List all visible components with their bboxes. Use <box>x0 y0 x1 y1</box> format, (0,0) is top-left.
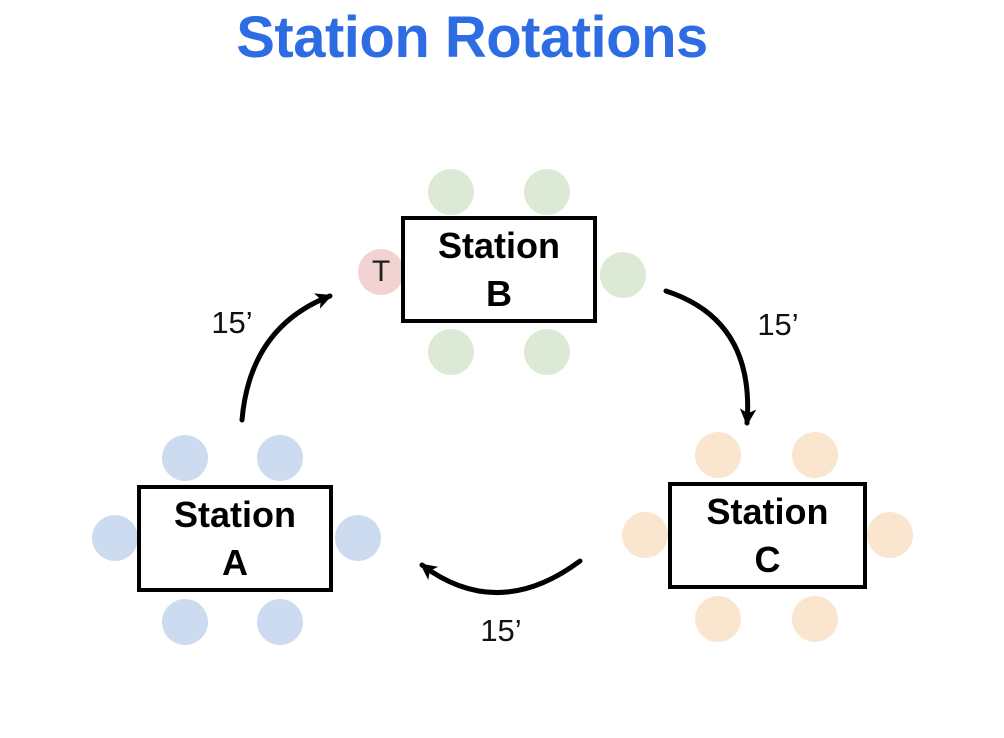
seat-circle-station-a <box>335 515 381 561</box>
seat-circle-station-b <box>524 329 570 375</box>
seat-circle-station-b <box>600 252 646 298</box>
station-b-letter: B <box>486 272 512 314</box>
seat-circle-station-a <box>257 599 303 645</box>
seat-circle-station-b <box>428 169 474 215</box>
station-b-box: Station B <box>401 216 597 323</box>
page-title: Station Rotations <box>236 5 708 70</box>
seat-circle-station-c <box>695 432 741 478</box>
seat-circle-station-a <box>162 435 208 481</box>
teacher-circle: T <box>358 249 404 295</box>
rotation-duration-label-a-to-b: 15’ <box>211 305 253 340</box>
station-c-letter: C <box>754 538 781 580</box>
seat-circle-station-c <box>792 596 838 642</box>
station-c-name: Station <box>706 490 829 532</box>
seat-circle-station-a <box>92 515 138 561</box>
station-a-letter: A <box>222 541 248 583</box>
rotation-duration-label-c-to-a: 15’ <box>480 613 522 648</box>
rotation-duration-label-b-to-c: 15’ <box>757 307 799 342</box>
station-a-name: Station <box>174 493 296 535</box>
seat-circle-station-b <box>428 329 474 375</box>
station-b-name: Station <box>438 224 560 266</box>
seat-circle-station-a <box>162 599 208 645</box>
seat-circle-station-c <box>695 596 741 642</box>
seat-circle-station-a <box>257 435 303 481</box>
station-a-box: Station A <box>137 485 333 592</box>
seat-circle-station-c <box>622 512 668 558</box>
seat-circle-station-b <box>524 169 570 215</box>
seat-circle-station-c <box>792 432 838 478</box>
station-c-box: Station C <box>668 482 867 589</box>
seat-circle-station-c <box>867 512 913 558</box>
teacher-label: T <box>371 255 391 288</box>
